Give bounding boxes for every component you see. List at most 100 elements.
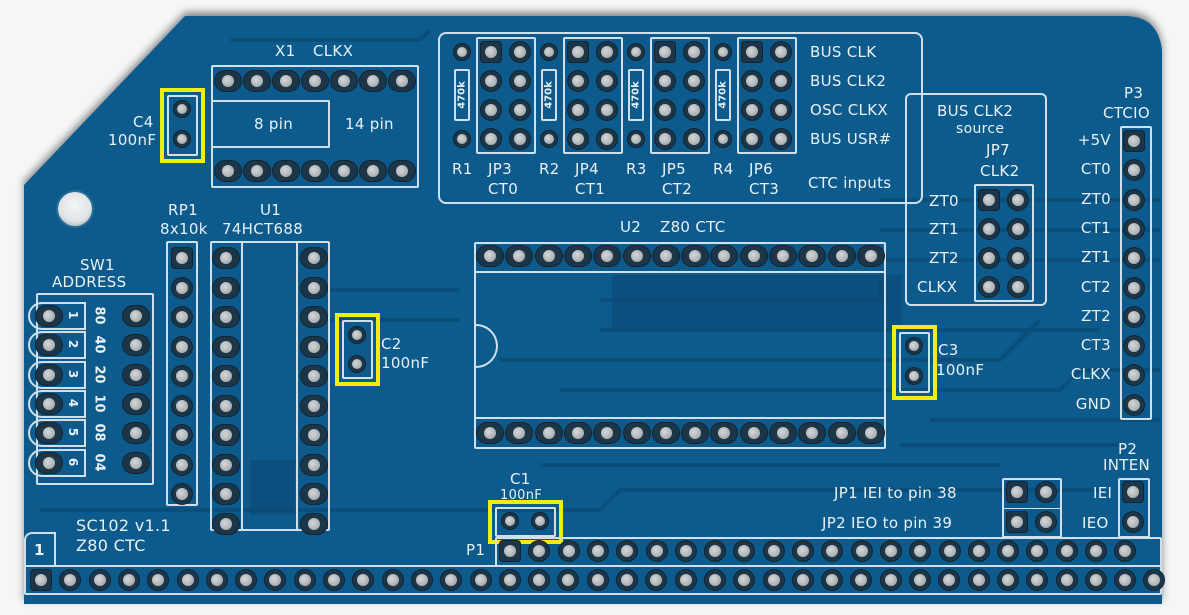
p3-pin (1124, 189, 1144, 210)
c3-pad (906, 338, 922, 354)
bus-pin (1144, 570, 1165, 590)
switch-pad (123, 335, 149, 356)
switch-number: 1 (66, 310, 81, 320)
u1-pad (213, 484, 239, 504)
c4-footprint (167, 95, 198, 156)
p1-pin (500, 541, 520, 561)
jumper-channel: CT1 (575, 180, 606, 198)
resistor-body: 470k (541, 69, 557, 121)
p3-pin-label: ZT0 (1081, 189, 1111, 208)
jumper-ref: JP4 (575, 160, 599, 178)
u2-pad (594, 423, 621, 443)
sw1-ref: SW1 (80, 256, 115, 274)
u2-pad (711, 423, 738, 443)
bus-pin (822, 570, 843, 590)
bus-pin (353, 570, 374, 590)
jumper-outline (476, 37, 536, 154)
c1-pad (502, 513, 518, 529)
u2-pad (770, 246, 796, 266)
x1-pad (331, 71, 357, 91)
u2-pad (477, 423, 503, 443)
jumper-pad (684, 71, 704, 91)
u2-pad (682, 423, 709, 443)
jumper-pad (481, 100, 501, 120)
switch-pad (36, 306, 62, 326)
u2-pad (506, 423, 533, 443)
resistor-body: 470k (715, 69, 731, 121)
p1-pin (1027, 541, 1048, 561)
bus-pin (763, 570, 784, 590)
jp-divider (1002, 508, 1062, 509)
x1-pad (360, 71, 386, 91)
p3-pin (1124, 365, 1144, 386)
p3-ref: P3 (1124, 84, 1144, 102)
u1-pad (213, 425, 239, 445)
u2-pad (535, 423, 562, 443)
u2-pad (623, 423, 650, 443)
jumper-pad (655, 100, 675, 120)
x1-value: CLKX (313, 42, 354, 60)
resistor-body: 470k (454, 69, 470, 121)
bus-pin (31, 570, 51, 590)
switch-pad (36, 393, 62, 414)
jp2-pad (1036, 512, 1056, 532)
rp1-pad (172, 454, 192, 475)
pin1-marker: 1 (34, 541, 45, 559)
bus-pin (324, 570, 344, 590)
u2-body (474, 271, 886, 419)
p2-pin-label: IEI (1093, 484, 1113, 502)
x1-pad (302, 161, 328, 181)
switch-number: 4 (66, 398, 81, 408)
p1-pin (822, 541, 843, 561)
c4-pad (174, 131, 190, 147)
p3-pin-label: CT2 (1080, 277, 1111, 296)
switch-pad (123, 452, 149, 473)
x1-footprint (211, 65, 419, 188)
c1-highlight (488, 500, 563, 544)
c2-highlight (335, 313, 380, 386)
rp1-pad (172, 277, 192, 298)
resistor-value: 470k (456, 81, 468, 109)
jp7-pad (1008, 248, 1028, 268)
u1-pad (213, 513, 239, 534)
u2-pad (740, 423, 767, 443)
switch-number: 5 (66, 428, 81, 437)
p1-pin (558, 541, 579, 561)
u2-pad (770, 423, 796, 443)
u1-pad (213, 307, 239, 327)
jumper-pad (510, 129, 530, 149)
resistor-pad (541, 131, 557, 147)
jumper-ref: JP6 (749, 160, 773, 178)
jp7-pad (1008, 277, 1028, 297)
jumper-pad (568, 100, 588, 120)
bus-pin (89, 570, 110, 590)
jumper-pad (655, 129, 675, 149)
p3-pin (1124, 131, 1144, 151)
u1-pad (213, 395, 239, 416)
switch-outline (28, 360, 86, 389)
p1-pin (939, 541, 960, 561)
jumper-pad (481, 71, 501, 91)
p3-pin-label: ZT1 (1081, 248, 1111, 267)
p1-pin (734, 541, 755, 561)
u1-pad (301, 307, 327, 327)
jumper-pad (655, 71, 675, 91)
c3-value: 100nF (936, 361, 985, 379)
bus-pin (294, 570, 315, 590)
jumper-outline (737, 37, 797, 154)
p3-value: CTCIO (1103, 104, 1150, 122)
switch-pad (36, 423, 62, 444)
x1-pad (389, 71, 415, 91)
c1-value: 100nF (500, 488, 543, 503)
u2-pad (711, 246, 738, 266)
rp1-pad (172, 425, 192, 445)
p1-pin (880, 541, 901, 561)
u1-pad (213, 366, 239, 386)
bus-pin (910, 570, 930, 590)
resistor-value: 470k (630, 81, 642, 109)
switch-address: 80 (91, 306, 107, 325)
jp7-pad (1008, 190, 1028, 210)
jumper-ref: JP5 (662, 160, 686, 178)
switch-address: 08 (91, 423, 107, 442)
resistor-ref: R3 (626, 160, 647, 178)
